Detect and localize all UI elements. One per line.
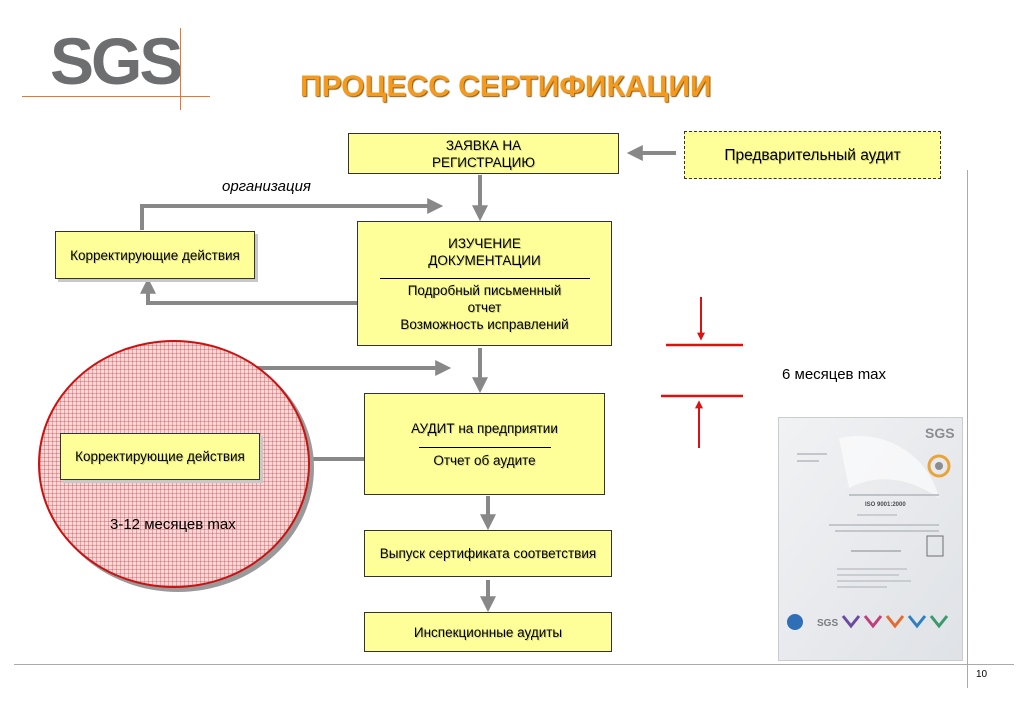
footer-divider	[14, 664, 1014, 665]
audit-line1: АУДИТ на предприятии	[411, 420, 558, 436]
certificate-brand: SGS	[925, 425, 955, 441]
application-line1: ЗАЯВКА НА	[445, 137, 522, 153]
certificate-footer-brand: SGS	[817, 618, 838, 629]
arrow-review-to-corrective1	[140, 277, 358, 305]
application-box: ЗАЯВКА НА РЕГИСТРАЦИЮ	[348, 133, 619, 174]
doc-review-box: ИЗУЧЕНИЕ ДОКУМЕНТАЦИИ Подробный письменн…	[357, 221, 612, 346]
logo-rule-horizontal	[22, 96, 210, 97]
organization-label: организация	[222, 178, 311, 195]
logo-rule-vertical	[180, 28, 181, 110]
issue-certificate-label: Выпуск сертификата соответствия	[379, 546, 597, 561]
corrective-2-label: Корректирующие действия	[75, 449, 245, 464]
certificate-image: SGS ISO 9001:2000 SGS	[778, 417, 963, 661]
issue-certificate-box: Выпуск сертификата соответствия	[364, 530, 612, 577]
certificate-standard: ISO 9001:2000	[865, 502, 906, 508]
six-months-label: 6 месяцев max	[782, 366, 887, 383]
doc-review-line2: ДОКУМЕНТАЦИИ	[428, 252, 541, 268]
corrective-actions-box-1: Корректирующие действия	[55, 231, 255, 279]
audit-line2: Отчет об аудите	[433, 452, 536, 468]
pre-audit-label: Предварительный аудит	[724, 146, 901, 164]
doc-review-line1: ИЗУЧЕНИЕ	[448, 235, 521, 251]
doc-review-divider	[379, 277, 590, 279]
audit-box: АУДИТ на предприятии Отчет об аудите	[364, 393, 605, 495]
corrective-actions-box-2: Корректирующие действия	[60, 433, 260, 480]
inspection-audits-label: Инспекционные аудиты	[413, 624, 563, 640]
certificate-illustration: SGS ISO 9001:2000 SGS	[779, 418, 962, 660]
sgs-logo: SGS	[50, 24, 183, 98]
application-line2: РЕГИСТРАЦИЮ	[431, 154, 535, 170]
pre-audit-box: Предварительный аудит	[684, 131, 941, 179]
doc-review-line4: отчет	[467, 299, 502, 315]
right-divider	[967, 170, 968, 688]
corrective-1-label: Корректирующие действия	[70, 247, 240, 263]
audit-divider	[418, 446, 551, 448]
page-number: 10	[976, 669, 988, 680]
doc-review-line3: Подробный письменный	[407, 282, 562, 298]
inspection-audits-box: Инспекционные аудиты	[364, 612, 612, 652]
doc-review-line5: Возможность исправлений	[400, 316, 569, 332]
arrow-corrective1-to-review	[140, 198, 444, 230]
page-title: ПРОЦЕСС СЕРТИФИКАЦИИ	[300, 70, 712, 103]
three-twelve-months-label: 3-12 месяцев max	[110, 516, 236, 533]
